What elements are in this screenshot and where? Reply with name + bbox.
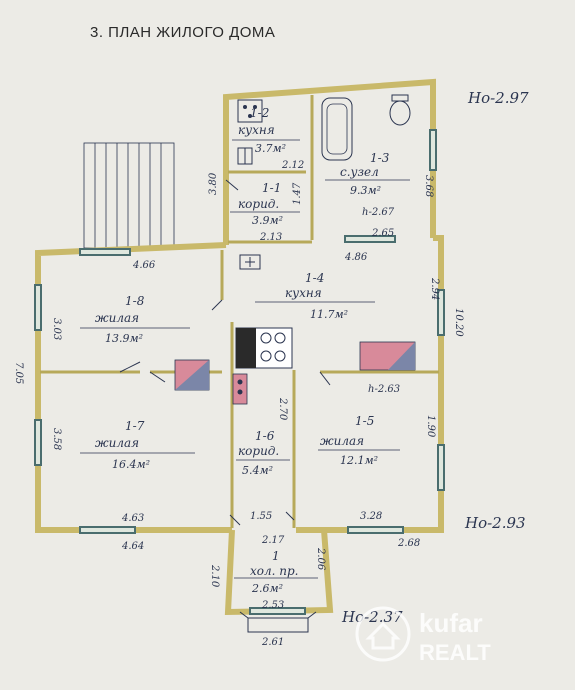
room-1-id: 1 bbox=[272, 549, 280, 563]
room-1-8-id: 1-8 bbox=[125, 294, 145, 308]
room-1-1: 1-1 корид. 3.9м² bbox=[238, 181, 283, 227]
room-1-name: хол. пр. bbox=[250, 564, 299, 578]
room-1-3-name: с.узел bbox=[340, 165, 379, 179]
room-1-3-height: h-2.67 bbox=[362, 207, 395, 218]
dim-3-80: 3.80 bbox=[208, 172, 219, 195]
dim-7-05: 7.05 bbox=[13, 362, 24, 384]
room-1-2-id: 1-2 bbox=[250, 106, 269, 120]
room-1: 1 хол. пр. 2.6м² bbox=[250, 549, 299, 595]
kitchen-stove bbox=[235, 327, 293, 369]
bathtub bbox=[321, 97, 353, 161]
heater-unit bbox=[232, 373, 248, 405]
kitchen-sink bbox=[237, 99, 263, 123]
room-1-6: 1-6 корид. 5.4м² bbox=[238, 429, 279, 477]
dim-10-20: 10.20 bbox=[453, 308, 464, 337]
dim-3-58: 3.58 bbox=[51, 428, 62, 450]
room-1-1-area: 3.9м² bbox=[252, 214, 283, 227]
room-1-4-id: 1-4 bbox=[305, 271, 324, 285]
dim-4-63: 4.63 bbox=[121, 513, 144, 524]
tile-stove-left bbox=[174, 359, 210, 391]
dim-1-47: 1.47 bbox=[292, 182, 303, 205]
elevation-top-right: Но-2.97 bbox=[467, 89, 529, 107]
vestibule-step bbox=[239, 611, 317, 633]
dim-4-64: 4.64 bbox=[121, 541, 144, 552]
dim-2-65: 2.65 bbox=[371, 228, 394, 239]
elevation-marks: Но-2.97 Но-2.93 Но-2.37 bbox=[341, 89, 529, 626]
room-1-area: 2.6м² bbox=[251, 582, 283, 595]
room-1-7: 1-7 жилая 16.4м² bbox=[95, 419, 150, 471]
room-1-4-name: кухня bbox=[285, 286, 322, 300]
room-1-7-area: 16.4м² bbox=[112, 458, 150, 471]
kufar-logo-icon: kufar REALT bbox=[355, 606, 491, 665]
stairs bbox=[83, 142, 175, 249]
room-label-lines bbox=[80, 139, 410, 579]
dim-4-86: 4.86 bbox=[344, 252, 368, 263]
room-1-5-area: 12.1м² bbox=[340, 454, 378, 467]
logo-kufar-text: kufar bbox=[419, 608, 483, 638]
room-1-5-id: 1-5 bbox=[355, 414, 374, 428]
room-1-5-height: h-2.63 bbox=[368, 384, 400, 395]
room-1-7-name: жилая bbox=[95, 436, 139, 450]
room-1-1-id: 1-1 bbox=[262, 181, 281, 195]
room-1-6-name: корид. bbox=[238, 444, 279, 458]
room-1-2-area: 3.7м² bbox=[255, 142, 286, 155]
small-stove bbox=[237, 147, 253, 165]
dim-1-90: 1.90 bbox=[425, 415, 436, 438]
room-1-3-area: 9.3м² bbox=[350, 184, 381, 197]
room-1-3: 1-3 с.узел 9.3м² h-2.67 bbox=[340, 151, 395, 218]
dim-2-53: 2.53 bbox=[261, 600, 284, 611]
elevation-bottom: Но-2.37 bbox=[341, 608, 403, 626]
dim-2-06: 2.06 bbox=[315, 547, 326, 571]
dimension-labels: 2.12 3.80 3.68 2.65 2.13 4.66 4.86 3.03 … bbox=[13, 160, 464, 648]
dim-3-28: 3.28 bbox=[360, 511, 382, 522]
dim-2-68: 2.68 bbox=[397, 538, 420, 549]
dim-2-10: 2.10 bbox=[209, 564, 220, 588]
room-1-8-name: жилая bbox=[95, 311, 139, 325]
room-1-3-id: 1-3 bbox=[370, 151, 390, 165]
dim-2-61: 2.61 bbox=[261, 637, 284, 648]
dim-2-17: 2.17 bbox=[261, 535, 285, 546]
interior-walls bbox=[40, 95, 439, 528]
logo-realt-text: REALT bbox=[419, 640, 491, 665]
room-1-5-name: жилая bbox=[320, 434, 364, 448]
door-swings bbox=[119, 179, 331, 526]
room-1-6-area: 5.4м² bbox=[242, 464, 273, 477]
room-1-5: 1-5 жилая 12.1м² h-2.63 bbox=[320, 384, 400, 467]
meter-box bbox=[239, 254, 261, 270]
dim-1-55: 1.55 bbox=[250, 511, 272, 522]
room-1-6-id: 1-6 bbox=[255, 429, 275, 443]
room-1-8-area: 13.9м² bbox=[105, 332, 143, 345]
room-1-2: 1-2 кухня 3.7м² bbox=[238, 106, 286, 155]
room-1-2-name: кухня bbox=[238, 123, 275, 137]
room-1-1-name: корид. bbox=[238, 197, 279, 211]
dim-2-94: 2.94 bbox=[429, 277, 440, 300]
kufar-realt-logo: kufar REALT bbox=[345, 596, 560, 676]
dim-4-66: 4.66 bbox=[132, 260, 156, 271]
tile-stove-right bbox=[359, 341, 416, 371]
room-1-4-area: 11.7м² bbox=[310, 308, 348, 321]
dim-2-12: 2.12 bbox=[281, 160, 304, 171]
dim-3-03: 3.03 bbox=[51, 318, 62, 340]
elevation-mid-right: Но-2.93 bbox=[464, 514, 526, 532]
room-1-4: 1-4 кухня 11.7м² bbox=[285, 271, 348, 321]
toilet-fixture bbox=[389, 94, 411, 126]
dim-2-70: 2.70 bbox=[277, 397, 288, 421]
room-1-7-id: 1-7 bbox=[125, 419, 145, 433]
room-1-8: 1-8 жилая 13.9м² bbox=[95, 294, 145, 345]
plan-title: 3. ПЛАН ЖИЛОГО ДОМА bbox=[90, 24, 276, 41]
dim-3-68: 3.68 bbox=[423, 175, 434, 197]
windows bbox=[34, 129, 445, 615]
dim-2-13: 2.13 bbox=[259, 232, 282, 243]
